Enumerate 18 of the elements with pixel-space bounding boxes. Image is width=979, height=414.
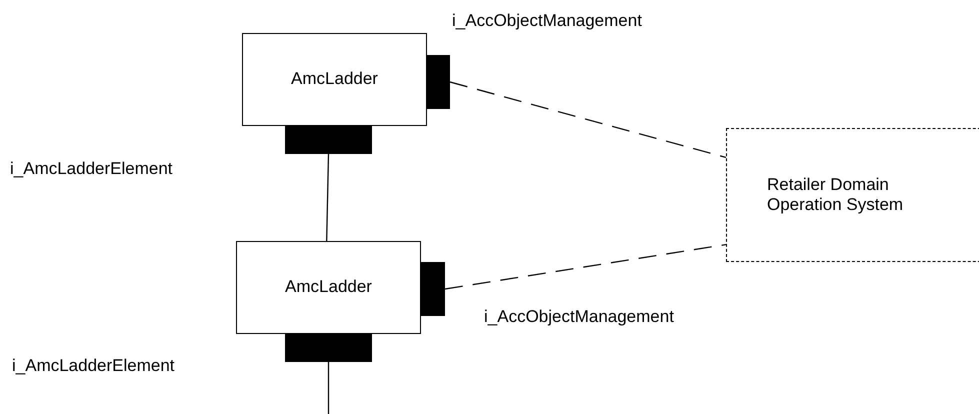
node-label: Retailer Domain Operation System: [767, 174, 904, 216]
interface-label: i_AccObjectManagement: [484, 307, 674, 328]
node-label: AmcLadder: [291, 69, 378, 90]
interface-label: i_AmcLadderElement: [12, 356, 175, 376]
component-box: [242, 33, 427, 126]
interface-port: [421, 262, 445, 316]
system-box: [726, 128, 979, 262]
interface-port: [427, 55, 450, 109]
dashed-connector: [450, 81, 726, 158]
interface-label: i_AmcLadderElement: [10, 159, 173, 180]
component-box: [236, 241, 421, 334]
dashed-connector: [444, 244, 726, 290]
connector-line: [328, 362, 330, 414]
node-label: AmcLadder: [285, 277, 372, 298]
interface-port: [285, 126, 372, 154]
connector-line: [326, 154, 330, 242]
interface-label: i_AccObjectManagement: [452, 11, 642, 32]
interface-port: [285, 334, 372, 362]
